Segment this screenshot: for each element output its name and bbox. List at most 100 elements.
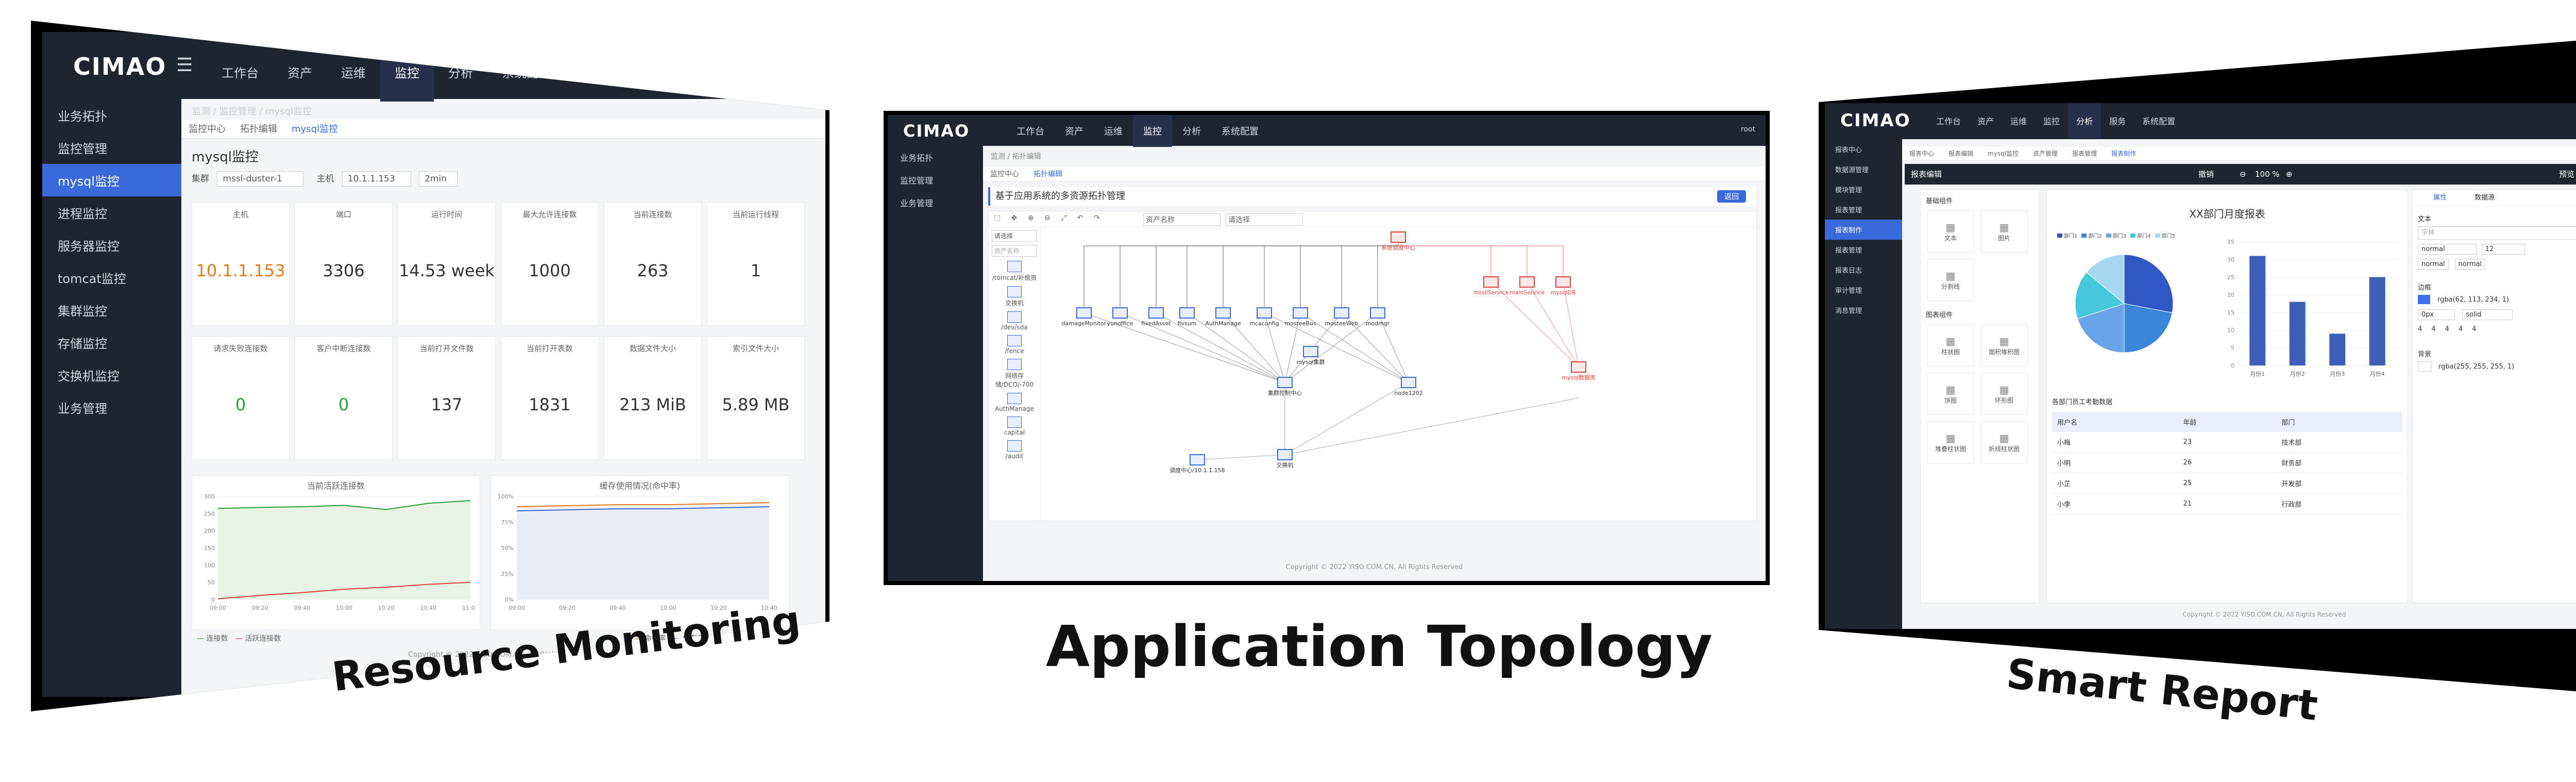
sidebar-item[interactable]: tomcat监控 — [58, 272, 126, 286]
topology-node[interactable]: modmgr — [1366, 307, 1390, 327]
topology-node[interactable]: 交换机 — [1277, 449, 1294, 469]
nav-item[interactable]: 工作台 — [1016, 126, 1044, 137]
sidebar-item[interactable]: 监控管理 — [900, 176, 934, 186]
topology-node[interactable]: node1202 — [1394, 377, 1423, 396]
topology-node[interactable]: yunoffice — [1107, 307, 1133, 327]
component-tile[interactable]: ▦文本 — [1927, 210, 1974, 253]
topology-node[interactable]: AuthManage — [1205, 307, 1241, 327]
sidebar-item[interactable]: 报表中心 — [1835, 146, 1862, 154]
palette-filter-select[interactable]: 请选择 — [992, 230, 1037, 242]
palette-item[interactable]: /audit — [992, 440, 1037, 460]
sidebar-item[interactable]: 消息管理 — [1835, 307, 1862, 315]
tab-datasource[interactable]: 数据源 — [2475, 194, 2495, 202]
nav-item[interactable]: 资产 — [287, 66, 312, 80]
palette-item[interactable]: /dev/sda — [992, 311, 1037, 331]
component-tile[interactable]: ▦环形图 — [1980, 373, 2028, 415]
radius-input[interactable]: 4 — [2431, 325, 2436, 333]
tab[interactable]: 报表制作 — [2111, 150, 2137, 157]
tab[interactable]: 资产管理 — [2033, 150, 2058, 157]
sidebar-item[interactable]: 审计管理 — [1835, 287, 1862, 295]
sidebar-item[interactable]: mysql监控 — [42, 164, 181, 196]
tab[interactable]: 监控中心 — [189, 124, 226, 135]
tab[interactable]: 报表中心 — [1909, 150, 1935, 157]
sidebar-item[interactable]: 报表管理 — [1835, 207, 1862, 214]
sidebar-item[interactable]: 模块管理 — [1835, 187, 1862, 194]
component-tile[interactable]: ▦分割线 — [1927, 259, 1974, 301]
palette-item[interactable]: 交换机 — [992, 286, 1037, 307]
topology-node[interactable]: mcaconfig — [1249, 307, 1279, 327]
sidebar-item[interactable]: 报表日志 — [1835, 267, 1862, 275]
nav-item[interactable]: 系统配置 — [2142, 117, 2176, 126]
component-tile[interactable]: ▦柱状图 — [1927, 324, 1974, 367]
sidebar-item[interactable]: 集群监控 — [58, 304, 107, 319]
menu-toggle-icon[interactable]: ☰ — [176, 55, 193, 76]
sidebar-item[interactable]: 业务管理 — [900, 198, 934, 208]
font-weight-select[interactable]: normal — [2418, 244, 2477, 255]
nav-item[interactable]: 服务 — [2109, 117, 2126, 126]
back-button[interactable]: 返回 — [1717, 190, 1746, 203]
nav-item[interactable]: 资产 — [1977, 117, 1994, 126]
sidebar-item[interactable]: 数据源管理 — [1835, 167, 1869, 174]
palette-item[interactable]: /fence — [992, 335, 1037, 355]
component-tile[interactable]: ▦堆叠柱状图 — [1927, 421, 1974, 463]
palette-item[interactable]: capital — [992, 417, 1037, 436]
preview-button[interactable]: 预览 — [2559, 170, 2575, 179]
topology-node[interactable]: mysql集群 — [1297, 346, 1325, 365]
radius-input[interactable]: 4 — [2418, 325, 2422, 333]
palette-item[interactable]: AuthManage — [992, 393, 1037, 412]
topology-node[interactable]: mosteeBus — [1284, 307, 1316, 327]
tab[interactable]: mysql监控 — [1988, 150, 2019, 157]
tab[interactable]: 拓扑编辑 — [1033, 170, 1062, 178]
asset-search-input[interactable]: 资产名称 — [1143, 213, 1221, 226]
nav-item[interactable]: 分析 — [448, 66, 473, 80]
sidebar-item[interactable]: 业务拓扑 — [58, 109, 107, 124]
nav-item[interactable]: 资产 — [1065, 126, 1083, 137]
topology-node[interactable]: mssilService — [1473, 276, 1509, 296]
nav-item[interactable]: 运维 — [341, 66, 366, 80]
undo-button[interactable]: 撤销 — [2198, 170, 2214, 179]
cluster-select[interactable]: mssl-duster-1 — [217, 171, 303, 187]
nav-item[interactable]: 监控 — [2043, 117, 2060, 126]
style-normal-1[interactable]: normal — [2418, 259, 2449, 270]
sidebar-item[interactable]: 报表制作 — [1825, 220, 1902, 240]
nav-item[interactable]: 工作台 — [222, 66, 259, 80]
topology-node[interactable]: fivsum — [1178, 307, 1197, 327]
user-menu[interactable]: root — [784, 73, 805, 86]
nav-item[interactable]: 分析 — [1182, 126, 1201, 137]
nav-item[interactable]: 监控 — [380, 42, 434, 102]
topology-node[interactable]: mosteeWeb — [1325, 307, 1359, 327]
sidebar-item[interactable]: 存储监控 — [58, 337, 107, 351]
radius-input[interactable]: 4 — [2458, 325, 2463, 333]
component-tile[interactable]: ▦图片 — [1980, 210, 2028, 253]
style-normal-2[interactable]: normal — [2454, 259, 2486, 270]
nav-item[interactable]: 系统配置 — [1222, 126, 1259, 137]
topology-node[interactable]: damageMonitor — [1062, 307, 1107, 327]
component-tile[interactable]: ▦面积堆积图 — [1980, 324, 2028, 367]
sidebar-item[interactable]: 监控管理 — [58, 142, 107, 156]
nav-item[interactable]: 工作台 — [1936, 117, 1961, 126]
radius-input[interactable]: 4 — [2472, 325, 2477, 333]
topology-node[interactable]: mainService — [1510, 276, 1545, 296]
topology-node[interactable]: mysqlDB — [1550, 276, 1576, 296]
font-input[interactable]: 字体 — [2418, 226, 2576, 240]
border-color-swatch[interactable] — [2418, 295, 2430, 304]
palette-item[interactable]: 网络存储/DCO/-700 — [992, 359, 1037, 389]
zoom-out-icon[interactable]: ⊖ — [2240, 170, 2246, 179]
topology-node[interactable]: 系统调度中心 — [1381, 231, 1415, 251]
tab[interactable]: 监控中心 — [990, 170, 1019, 178]
radius-input[interactable]: 4 — [2445, 325, 2449, 333]
sidebar-item[interactable]: 服务器监控 — [58, 239, 120, 254]
border-style-select[interactable]: solid — [2462, 309, 2513, 320]
topology-node[interactable]: 调度中心/10.1.1.158 — [1170, 454, 1225, 474]
sidebar-item[interactable]: 报表管理 — [1835, 247, 1862, 255]
zoom-in-icon[interactable]: ⊕ — [2286, 170, 2293, 179]
host-select[interactable]: 10.1.1.153 — [342, 171, 411, 187]
topology-node[interactable]: mysql数据库 — [1562, 361, 1596, 381]
component-tile[interactable]: ▦饼图 — [1927, 373, 1974, 415]
sidebar-item[interactable]: 进程监控 — [58, 207, 107, 221]
sidebar-item[interactable]: 业务拓扑 — [900, 153, 934, 163]
nav-item[interactable]: 运维 — [1104, 126, 1123, 137]
tab[interactable]: mysql监控 — [292, 124, 338, 135]
palette-search-input[interactable]: 资产名称 — [992, 245, 1037, 257]
